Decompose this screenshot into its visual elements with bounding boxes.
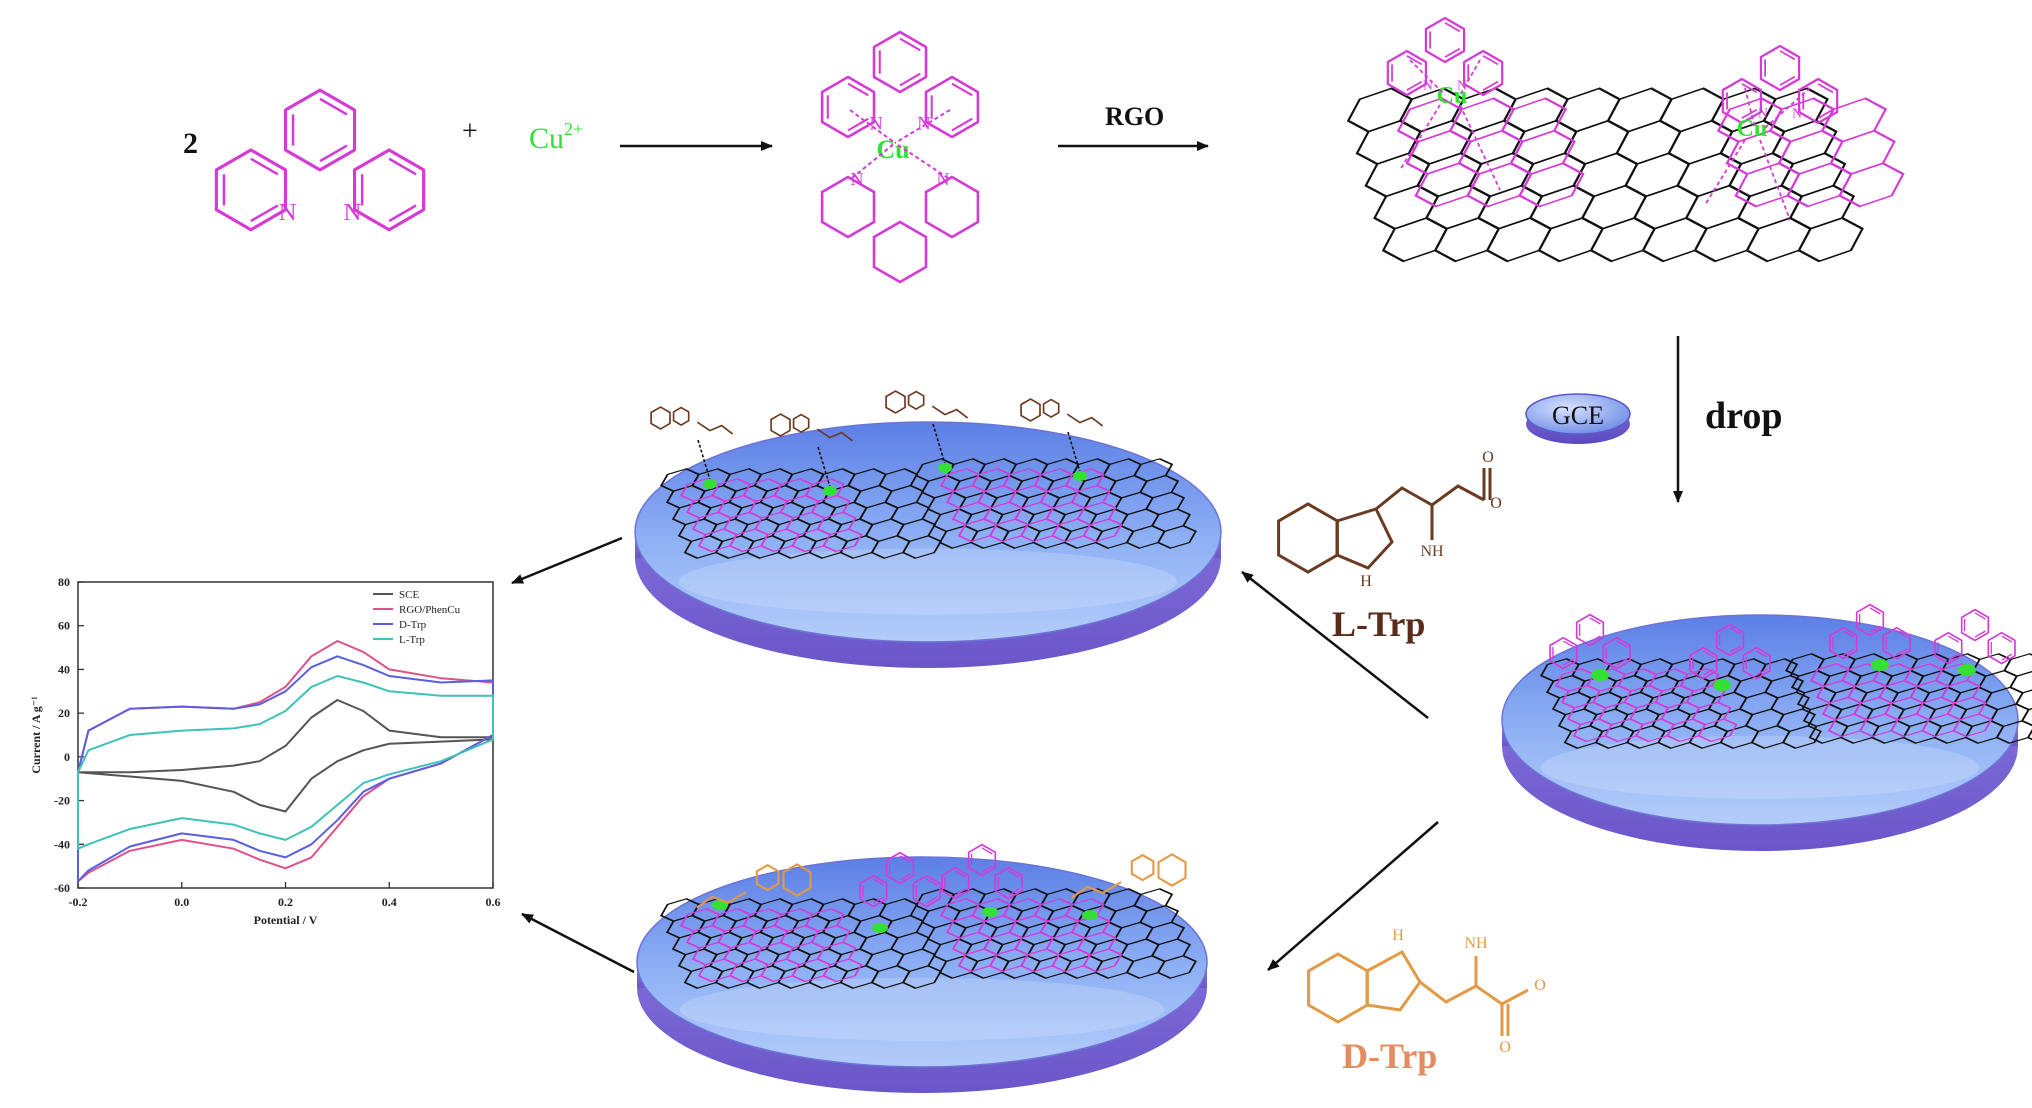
- nitrogen-atom-label: N: [869, 114, 882, 135]
- oxygen-atom-label: O: [1499, 1039, 1511, 1056]
- copper-ion-charge: 2+: [564, 119, 583, 139]
- amine-group-label: NH: [1420, 543, 1444, 560]
- copper-atom-label: Cu: [1437, 83, 1468, 109]
- legend-entry: L-Trp: [399, 634, 425, 646]
- x-axis-label: Potential / V: [254, 913, 318, 927]
- gce-electrode-icon: GCE: [1525, 393, 1631, 444]
- oxygen-atom-label: O: [1534, 977, 1546, 994]
- y-tick-label: 80: [58, 575, 70, 589]
- hydrogen-atom-label: H: [1392, 927, 1404, 944]
- nitrogen-atom-label: N: [1792, 106, 1802, 121]
- x-tick-label: 0.2: [278, 895, 293, 909]
- y-tick-label: 20: [58, 706, 70, 720]
- y-tick-label: -20: [54, 794, 70, 808]
- legend-entry: SCE: [399, 589, 419, 601]
- legend-entry: RGO/PhenCu: [399, 604, 461, 616]
- x-tick-label: 0.6: [486, 895, 501, 909]
- nitrogen-atom-label: N: [1457, 78, 1467, 93]
- nitrogen-atom-label: N: [1423, 78, 1433, 93]
- nitrogen-atom-label: N: [851, 169, 864, 189]
- l-trp-label: L-Trp: [1332, 604, 1425, 644]
- copper-ion-label: Cu2+: [529, 119, 583, 155]
- oxygen-atom-label: O: [1490, 495, 1502, 512]
- l-trp-bound-electrode-disk: [634, 390, 1222, 668]
- gce-label: GCE: [1552, 401, 1604, 430]
- plus-sign: +: [462, 116, 478, 147]
- y-tick-label: -60: [54, 881, 70, 895]
- x-tick-label: -0.2: [69, 895, 88, 909]
- d-trp-bound-electrode-disk: [636, 843, 1208, 1093]
- nitrogen-atom-label: N: [1758, 106, 1768, 121]
- nitrogen-atom-label: N: [936, 169, 949, 189]
- y-tick-label: 0: [64, 750, 70, 764]
- arrow-lower-to-chart: [521, 912, 635, 974]
- y-tick-label: 40: [58, 662, 70, 676]
- hydrogen-atom-label: H: [1360, 573, 1372, 590]
- arrow-d-trp: [1267, 821, 1439, 971]
- x-tick-label: 0.0: [174, 895, 189, 909]
- amine-group-label: NH: [1464, 935, 1488, 952]
- y-tick-label: -40: [54, 837, 70, 851]
- rgo-label: RGO: [1105, 102, 1164, 131]
- y-axis-label: Current / A g⁻¹: [29, 696, 43, 774]
- l-tryptophan-structure: O O NH H: [1277, 449, 1502, 590]
- cv-chart: -0.2 0.0 0.2 0.4 0.6 -60 -40 -20 0 20 40 60 80Potent…: [29, 575, 501, 927]
- d-trp-label: D-Trp: [1342, 1036, 1437, 1076]
- copper-ion-symbol: Cu: [529, 122, 564, 155]
- arrow-l-trp: [1241, 571, 1429, 719]
- y-tick-label: 60: [58, 619, 70, 633]
- nitrogen-atom-label: N: [917, 114, 930, 135]
- nitrogen-atom-label: N: [344, 199, 362, 226]
- x-tick-label: 0.4: [382, 895, 397, 909]
- arrow-upper-to-chart: [511, 536, 623, 585]
- drop-label: drop: [1705, 395, 1782, 437]
- d-tryptophan-structure: NH H O O: [1307, 927, 1546, 1056]
- legend-entry: D-Trp: [399, 619, 427, 631]
- series-line-l-trp: [77, 675, 494, 850]
- oxygen-atom-label: O: [1482, 449, 1494, 466]
- modified-electrode-disk: [1501, 603, 2032, 851]
- coefficient-two: 2: [183, 127, 198, 160]
- copper-atom-label: Cu: [1737, 116, 1768, 142]
- nitrogen-atom-label: N: [279, 199, 297, 226]
